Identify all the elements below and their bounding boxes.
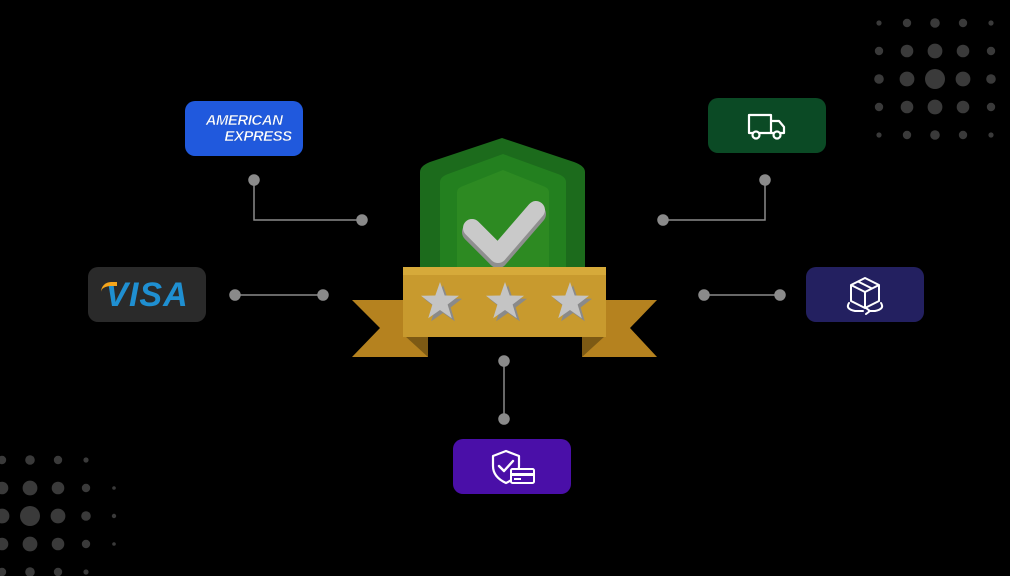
delivery-card: [708, 98, 826, 153]
returns-card: [806, 267, 924, 322]
decorative-dot: [956, 100, 970, 114]
amex-card: AMERICAN EXPRESS: [185, 101, 303, 156]
decorative-dot: [876, 20, 882, 26]
decorative-dot: [899, 71, 915, 87]
decorative-dot: [900, 44, 914, 58]
decorative-dot: [876, 132, 882, 138]
decorative-dot: [930, 18, 940, 28]
decorative-dot: [958, 18, 968, 28]
decorative-dot: [111, 513, 117, 519]
decorative-dot: [0, 567, 7, 576]
decorative-dot: [22, 480, 38, 496]
package-return-icon: [846, 276, 884, 315]
connector-visa: [229, 289, 329, 301]
decorative-dot: [874, 74, 884, 84]
decorative-dot: [81, 483, 91, 493]
connector-truck: [657, 174, 771, 226]
connector-amex: [248, 174, 368, 226]
decorative-dot: [20, 506, 40, 526]
decorative-dot: [0, 537, 9, 551]
decorative-dot: [874, 102, 884, 112]
decorative-dot: [0, 455, 7, 465]
delivery-truck-icon: [747, 113, 786, 140]
decorative-dot: [25, 567, 35, 576]
secure-payment-shield-icon: [491, 449, 535, 484]
rating-star: [486, 282, 524, 319]
decorative-dot: [51, 481, 65, 495]
decorative-dot: [986, 74, 996, 84]
visa-card: VISA: [88, 267, 206, 322]
decorative-dot: [0, 481, 9, 495]
decorative-dot: [50, 508, 66, 524]
connector-box: [698, 289, 786, 301]
amex-line-2: EXPRESS: [224, 127, 292, 145]
decorative-dot: [81, 539, 91, 549]
decorative-dot: [986, 102, 996, 112]
decorative-dot: [874, 46, 884, 56]
decorative-dot: [112, 486, 116, 490]
decorative-dot: [902, 18, 912, 28]
decorative-dot: [902, 130, 912, 140]
amex-line-1: AMERICAN: [205, 111, 283, 129]
decorative-dots-bottom-left: [0, 455, 117, 576]
decorative-dot: [83, 569, 89, 575]
decorative-dot: [927, 43, 943, 59]
decorative-dot: [925, 69, 945, 89]
secure-payment-card: [453, 439, 571, 494]
connector-secure: [498, 355, 510, 425]
decorative-dot: [958, 130, 968, 140]
decorative-dot: [81, 511, 91, 521]
rating-star: [551, 282, 589, 319]
decorative-dot: [988, 132, 994, 138]
amex-logo: AMERICAN EXPRESS: [196, 111, 292, 145]
rating-star: [421, 282, 459, 319]
decorative-dot: [900, 100, 914, 114]
visa-flag-icon: [101, 281, 118, 296]
rating-stars: [421, 282, 592, 322]
decorative-dot: [25, 455, 35, 465]
trust-badge: [352, 138, 657, 357]
visa-label: VISA: [105, 275, 189, 314]
decorative-dot: [53, 567, 63, 576]
decorative-dot: [0, 508, 10, 524]
decorative-dot: [83, 457, 89, 463]
visa-logo: VISA: [101, 275, 189, 314]
decorative-dots-top-right: [874, 18, 996, 140]
decorative-dot: [988, 20, 994, 26]
decorative-dot: [22, 536, 38, 552]
decorative-dot: [955, 71, 971, 87]
shield-check-icon: [462, 201, 546, 268]
decorative-dot: [53, 455, 63, 465]
decorative-dot: [51, 537, 65, 551]
decorative-dot: [986, 46, 996, 56]
decorative-dot: [112, 542, 116, 546]
decorative-dot: [930, 130, 940, 140]
decorative-dot: [956, 44, 970, 58]
decorative-dot: [927, 99, 943, 115]
